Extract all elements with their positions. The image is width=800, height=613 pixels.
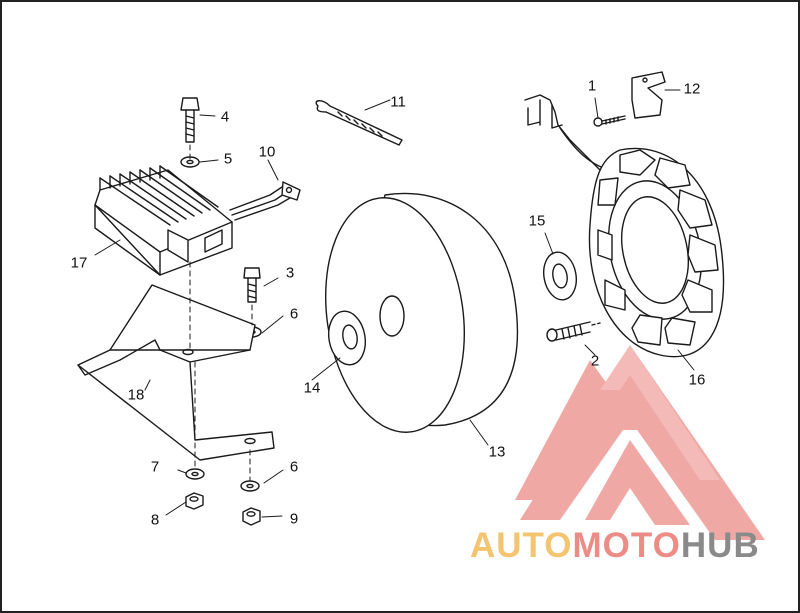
leader-lines <box>94 89 695 518</box>
bolt-4 <box>180 97 200 143</box>
washer-6-bottom <box>240 480 260 492</box>
callout-4: 4 <box>220 108 230 126</box>
washer-15 <box>543 251 577 301</box>
watermark-logo <box>515 345 765 540</box>
callout-6-top: 6 <box>289 305 299 323</box>
screw-1 <box>593 115 626 127</box>
callout-9: 9 <box>289 510 299 528</box>
watermark-word-hub: HUB <box>680 526 760 565</box>
spacer-14 <box>327 310 367 366</box>
clip-12 <box>631 71 666 119</box>
callout-10: 10 <box>258 143 276 161</box>
watermark-word-moto: MOTO <box>572 526 681 565</box>
callout-15: 15 <box>528 212 546 230</box>
nut-8 <box>185 492 204 510</box>
callout-1: 1 <box>587 77 597 95</box>
stator <box>524 94 725 358</box>
voltage-regulator <box>94 165 301 276</box>
washer-7 <box>185 468 205 480</box>
callout-18: 18 <box>127 386 145 404</box>
nut-9 <box>242 507 261 526</box>
bolt-3 <box>243 267 261 303</box>
callout-13: 13 <box>488 443 506 461</box>
callout-12: 12 <box>683 80 701 98</box>
callout-7: 7 <box>150 458 160 476</box>
watermark-word-auto: AUTO <box>470 526 573 565</box>
callout-2: 2 <box>590 352 600 370</box>
callout-6-bottom: 6 <box>289 458 299 476</box>
callout-11: 11 <box>390 93 406 111</box>
cable-strap <box>315 100 403 146</box>
rotor <box>324 192 519 433</box>
mounting-bracket <box>77 284 275 461</box>
callout-8: 8 <box>150 511 160 529</box>
callout-16: 16 <box>688 371 706 389</box>
watermark-text: AUTOMOTOHUB <box>470 528 760 563</box>
callout-14: 14 <box>303 379 321 397</box>
callout-5: 5 <box>223 150 233 168</box>
alignment-lines <box>189 144 253 481</box>
callout-3: 3 <box>285 264 295 282</box>
callout-17: 17 <box>70 254 88 272</box>
screw-2 <box>546 321 601 342</box>
